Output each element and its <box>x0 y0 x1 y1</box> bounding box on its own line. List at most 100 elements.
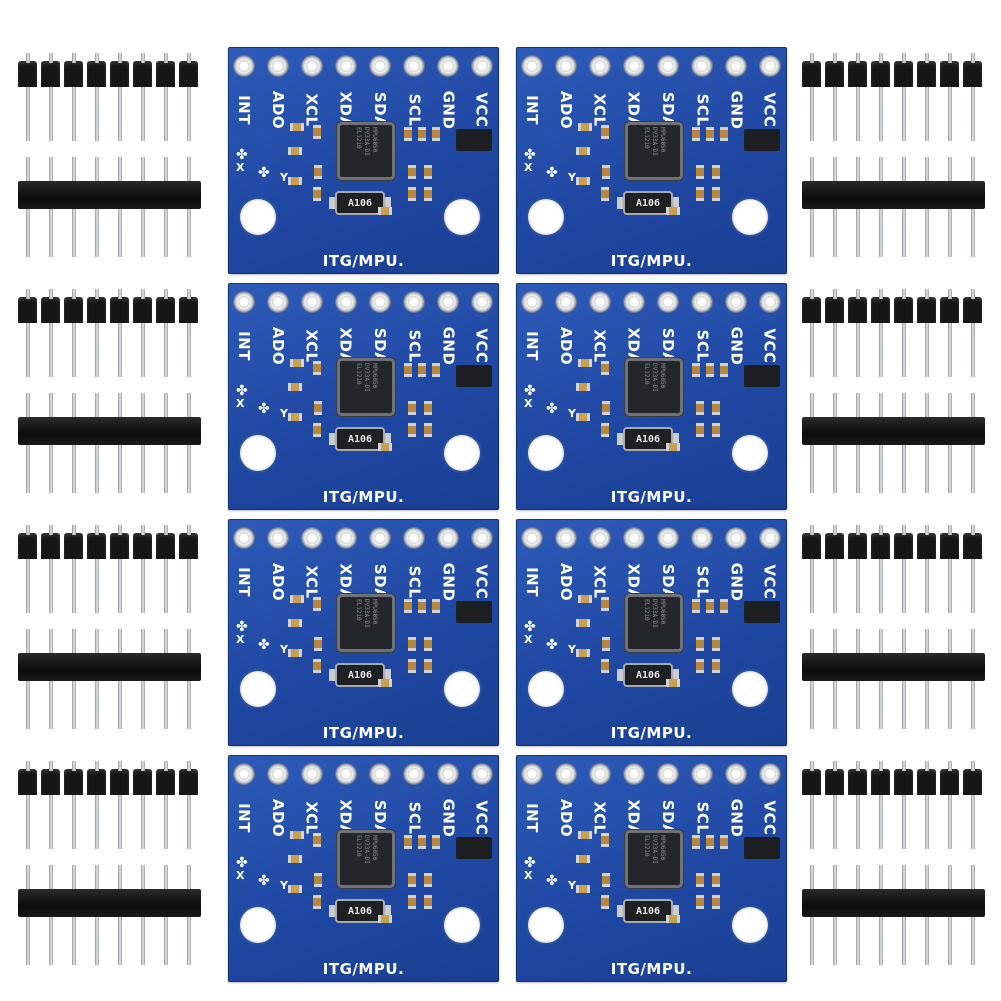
header-cap <box>963 297 982 323</box>
header-pin-tip <box>925 525 929 535</box>
header-pin <box>948 559 952 613</box>
smd-component <box>288 649 302 657</box>
solder-pad <box>590 764 610 784</box>
axis-y-letter: Y <box>280 643 288 656</box>
header-pin <box>971 87 975 141</box>
header-pin-tip <box>833 761 837 771</box>
header-cap <box>18 769 37 795</box>
smd-component <box>576 413 590 421</box>
header-cap <box>894 533 913 559</box>
pin-label-text: SDA <box>371 91 389 129</box>
header-pin-tip <box>971 289 975 299</box>
pin-label-text: ADO <box>557 90 575 130</box>
smd-component <box>408 637 416 651</box>
header-pin <box>971 559 975 613</box>
solder-pad <box>268 292 288 312</box>
header-pin <box>164 323 168 377</box>
pin-label-text: SDA <box>659 91 677 129</box>
solder-pad <box>336 56 356 76</box>
header-cap <box>179 769 198 795</box>
chip-marking: MPU6050 DV33A-DI EL1210 <box>643 363 666 392</box>
axis-x-label: ✤ <box>524 619 536 635</box>
mounting-hole <box>528 435 564 471</box>
pin-header <box>18 761 201 971</box>
smd-component <box>602 873 610 887</box>
header-pin <box>164 795 168 849</box>
pin-label-text: VCC <box>473 800 492 836</box>
smd-component <box>424 423 432 437</box>
solder-pad <box>624 528 644 548</box>
axis-x-label: ✤ <box>524 383 536 399</box>
smd-component <box>313 659 321 673</box>
header-pin <box>810 323 814 377</box>
regulator-lead <box>385 197 391 209</box>
header-pin <box>810 559 814 613</box>
smd-component <box>578 123 592 131</box>
pin-label: INT <box>230 791 258 841</box>
axis-x-letter: X <box>236 397 245 410</box>
smd-component <box>706 835 714 849</box>
transistor <box>744 129 780 151</box>
header-pin <box>948 323 952 377</box>
pin-label: INT <box>230 555 258 605</box>
smd-component <box>696 873 704 887</box>
pin-label: VCC <box>756 555 784 605</box>
pin-label-text: INT <box>523 567 541 597</box>
smd-component <box>378 915 392 923</box>
pin-label-text: INT <box>235 331 253 361</box>
pin-label: ADO <box>552 555 580 605</box>
pin-label: VCC <box>468 791 496 841</box>
header-pin-tip <box>72 761 76 771</box>
header-cap <box>87 769 106 795</box>
pin-label-text: XDA <box>625 563 643 601</box>
smd-component <box>601 895 609 909</box>
header-cap <box>179 297 198 323</box>
pin-label: INT <box>518 555 546 605</box>
smd-component <box>408 187 416 201</box>
regulator-label: A106 <box>635 433 661 445</box>
regulator-lead <box>617 197 623 209</box>
solder-pad <box>472 56 492 76</box>
pin-label-text: XCL <box>591 93 610 127</box>
header-pin-tip <box>26 53 30 63</box>
smd-component <box>576 885 590 893</box>
smd-component <box>418 599 426 613</box>
smd-component <box>288 885 302 893</box>
chip-marking: MPU6050 DV33A-DI EL1210 <box>355 127 378 156</box>
header-pin <box>164 87 168 141</box>
pin-label-text: INT <box>235 803 253 833</box>
regulator-label: A106 <box>347 433 373 445</box>
smd-component <box>408 165 416 179</box>
solder-pad <box>370 528 390 548</box>
header-cap <box>156 533 175 559</box>
header-pin <box>141 323 145 377</box>
transistor <box>744 837 780 859</box>
solder-pad <box>234 764 254 784</box>
pin-label-text: XCL <box>591 329 610 363</box>
header-pin-tip <box>902 53 906 63</box>
brand-label: ITG/MPU. <box>322 724 405 742</box>
header-cap <box>802 533 821 559</box>
pin-label: SCL <box>400 791 428 841</box>
header-pin-tip <box>141 289 145 299</box>
header-bar <box>802 653 985 681</box>
header-bar <box>802 889 985 917</box>
header-pin-tip <box>948 289 952 299</box>
smd-component <box>378 679 392 687</box>
header-pin <box>856 87 860 141</box>
smd-component <box>408 659 416 673</box>
pin-label-text: SCL <box>693 329 711 363</box>
solder-pad <box>726 764 746 784</box>
pin-label: ADO <box>264 83 292 133</box>
regulator-lead <box>385 669 391 681</box>
pin-header <box>802 525 985 735</box>
header-pin-tip <box>187 289 191 299</box>
pin-label-text: GND <box>727 326 746 366</box>
pin-label: SCL <box>400 83 428 133</box>
header-pin-tip <box>26 289 30 299</box>
header-pin <box>856 559 860 613</box>
imu-chip: MPU6050 DV33A-DI EL1210 <box>340 833 392 885</box>
header-pin-tip <box>164 761 168 771</box>
pin-label: SCL <box>400 319 428 369</box>
header-cap <box>133 297 152 323</box>
